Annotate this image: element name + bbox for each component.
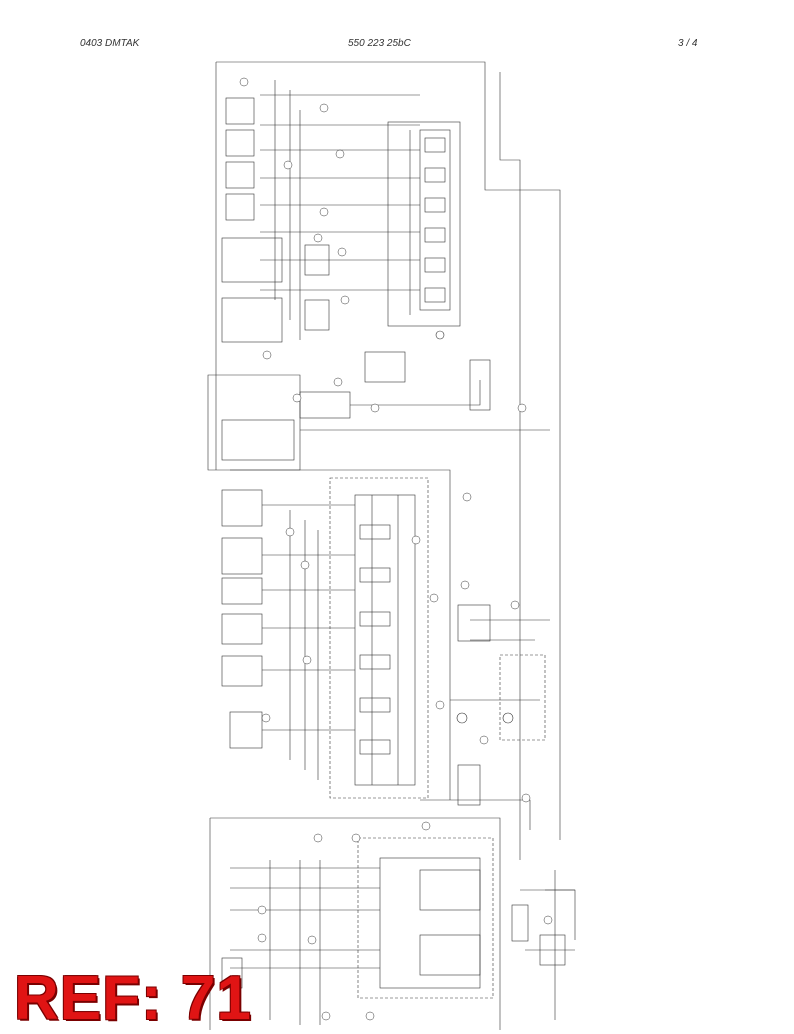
mid-valve-4 <box>359 654 391 670</box>
reference-bubbles <box>239 77 553 1021</box>
frame-lines <box>207 61 576 1030</box>
mid-valve-5 <box>359 697 391 713</box>
header-page-indicator: 3 / 4 <box>678 38 697 49</box>
valve-section-4 <box>424 227 446 243</box>
mid-valve-3 <box>359 611 391 627</box>
valve-section-6 <box>424 287 446 303</box>
ref-prefix: REF: <box>14 964 163 1033</box>
cylinder-blocks <box>221 489 355 780</box>
valve-section-2 <box>424 167 446 183</box>
lower-valve-bank <box>221 837 494 1025</box>
page-total: 4 <box>691 38 698 49</box>
right-components <box>450 604 550 806</box>
header-part-number: 550 223 25bC <box>348 38 411 49</box>
upper-valve-bank <box>260 80 461 340</box>
mid-control <box>221 351 550 461</box>
header-doc-code: 0403 DMTAK <box>80 38 140 49</box>
mid-valve-6 <box>359 739 391 755</box>
ref-number: 71 <box>180 964 252 1033</box>
middle-valve-bank <box>329 477 429 799</box>
bottom-right-components <box>511 889 575 966</box>
valve-section-1 <box>424 137 446 153</box>
page-separator: / <box>686 38 690 49</box>
reference-watermark: REF: 71 <box>14 968 252 1030</box>
mid-valve-2 <box>359 567 391 583</box>
upper-actuators <box>221 97 330 343</box>
page-number: 3 <box>678 38 684 49</box>
mid-valve-1 <box>359 524 391 540</box>
valve-section-3 <box>424 197 446 213</box>
valve-section-5 <box>424 257 446 273</box>
